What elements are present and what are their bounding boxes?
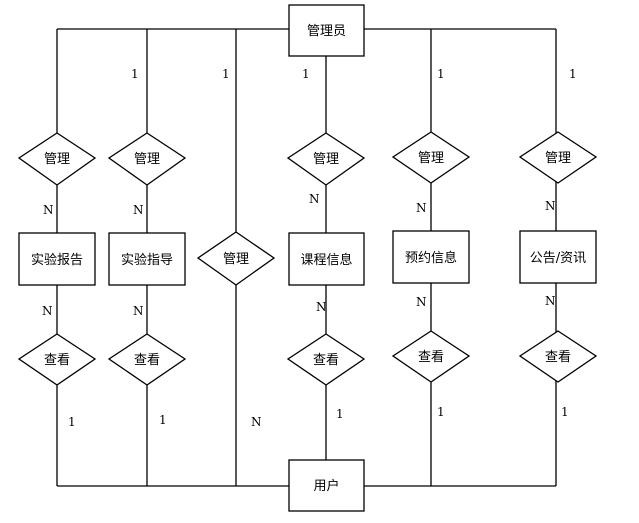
relation-manage-user: 管理: [196, 231, 276, 286]
entity-guide: 实验指导: [108, 232, 186, 286]
cardinality-labels: 1 1 1 1 1 N N N N N N N N N N 1 1 N 1 1 …: [42, 67, 577, 429]
relation-manage-booking-diamond: [391, 131, 471, 184]
relation-view-report-label: 查看: [44, 352, 70, 368]
relation-view-course: 查看: [286, 333, 366, 386]
relation-manage-notice-diamond: [518, 131, 598, 184]
cardinality-report-n2: N: [42, 304, 53, 318]
relation-manage-notice-label: 管理: [545, 151, 571, 166]
relation-view-report-diamond: [17, 333, 97, 386]
entity-admin-box: [288, 4, 365, 57]
relation-manage-notice: 管理: [518, 131, 598, 184]
relation-view-course-label: 查看: [313, 352, 339, 368]
relation-manage-guide: 管理: [107, 132, 187, 186]
entity-guide-label: 实验指导: [121, 252, 173, 268]
entity-report-box: [18, 232, 96, 286]
relation-manage-guide-label: 管理: [134, 152, 160, 167]
cardinality-course-bottom: 1: [336, 407, 344, 421]
entity-user-box: [288, 459, 365, 512]
cardinality-user-bottom: N: [251, 415, 262, 429]
entity-notice-box: [519, 230, 597, 284]
entity-guide-box: [108, 232, 186, 286]
relation-view-booking-label: 查看: [418, 349, 444, 365]
relation-view-guide-diamond: [107, 333, 187, 386]
entity-booking-box: [392, 230, 470, 284]
cardinality-course-top: 1: [302, 67, 310, 81]
cardinality-guide-top: 1: [131, 67, 139, 81]
cardinality-guide-n2: N: [133, 304, 144, 318]
cardinality-booking-n1: N: [416, 201, 427, 215]
relation-view-booking: 查看: [391, 330, 471, 383]
cardinality-report-bottom: 1: [68, 415, 76, 429]
cardinality-guide-bottom: 1: [159, 413, 167, 427]
relation-view-booking-diamond: [391, 330, 471, 383]
relation-manage-report-diamond: [17, 132, 97, 186]
entity-course-box: [288, 232, 365, 286]
relation-manage-user-label: 管理: [223, 252, 249, 267]
relation-view-report: 查看: [17, 333, 97, 386]
relation-view-guide-label: 查看: [134, 352, 160, 368]
cardinality-notice-n2: N: [545, 294, 556, 308]
cardinality-notice-bottom: 1: [561, 405, 569, 419]
entity-course: 课程信息: [288, 232, 365, 286]
relation-manage-report-label: 管理: [44, 152, 70, 167]
cardinality-notice-n1: N: [545, 199, 556, 213]
relation-manage-course-diamond: [286, 132, 366, 186]
cardinality-notice-top: 1: [569, 67, 577, 81]
relation-manage-booking-label: 管理: [418, 151, 444, 166]
relation-manage-course: 管理: [286, 132, 366, 186]
entity-course-label: 课程信息: [300, 252, 352, 268]
cardinality-course-n1: N: [309, 192, 320, 206]
entity-admin: 管理员: [288, 4, 365, 57]
relation-manage-user-diamond: [196, 231, 276, 286]
cardinality-user-top: 1: [222, 67, 230, 81]
relation-manage-course-label: 管理: [313, 152, 339, 167]
cardinality-booking-n2: N: [416, 295, 427, 309]
entity-notice: 公告/资讯: [519, 230, 597, 284]
entity-admin-label: 管理员: [307, 24, 346, 39]
entity-user-label: 用户: [313, 478, 339, 494]
relation-manage-booking: 管理: [391, 131, 471, 184]
entity-notice-label: 公告/资讯: [530, 251, 586, 266]
entity-booking: 预约信息: [392, 230, 470, 284]
relation-view-notice-label: 查看: [545, 349, 571, 365]
entity-user: 用户: [288, 459, 365, 512]
cardinality-booking-top: 1: [437, 67, 445, 81]
cardinality-guide-n1: N: [133, 203, 144, 217]
cardinality-course-n2: N: [316, 300, 327, 314]
relation-view-guide: 查看: [107, 333, 187, 386]
entity-booking-label: 预约信息: [405, 250, 457, 266]
relation-manage-report: 管理: [17, 132, 97, 186]
relation-manage-guide-diamond: [107, 132, 187, 186]
entity-report: 实验报告: [18, 232, 96, 286]
relation-view-notice-diamond: [518, 330, 598, 383]
cardinality-booking-bottom: 1: [437, 405, 445, 419]
relation-view-course-diamond: [286, 333, 366, 386]
entity-report-label: 实验报告: [31, 252, 83, 268]
relation-view-notice: 查看: [518, 330, 598, 383]
cardinality-report-n1: N: [43, 203, 54, 217]
